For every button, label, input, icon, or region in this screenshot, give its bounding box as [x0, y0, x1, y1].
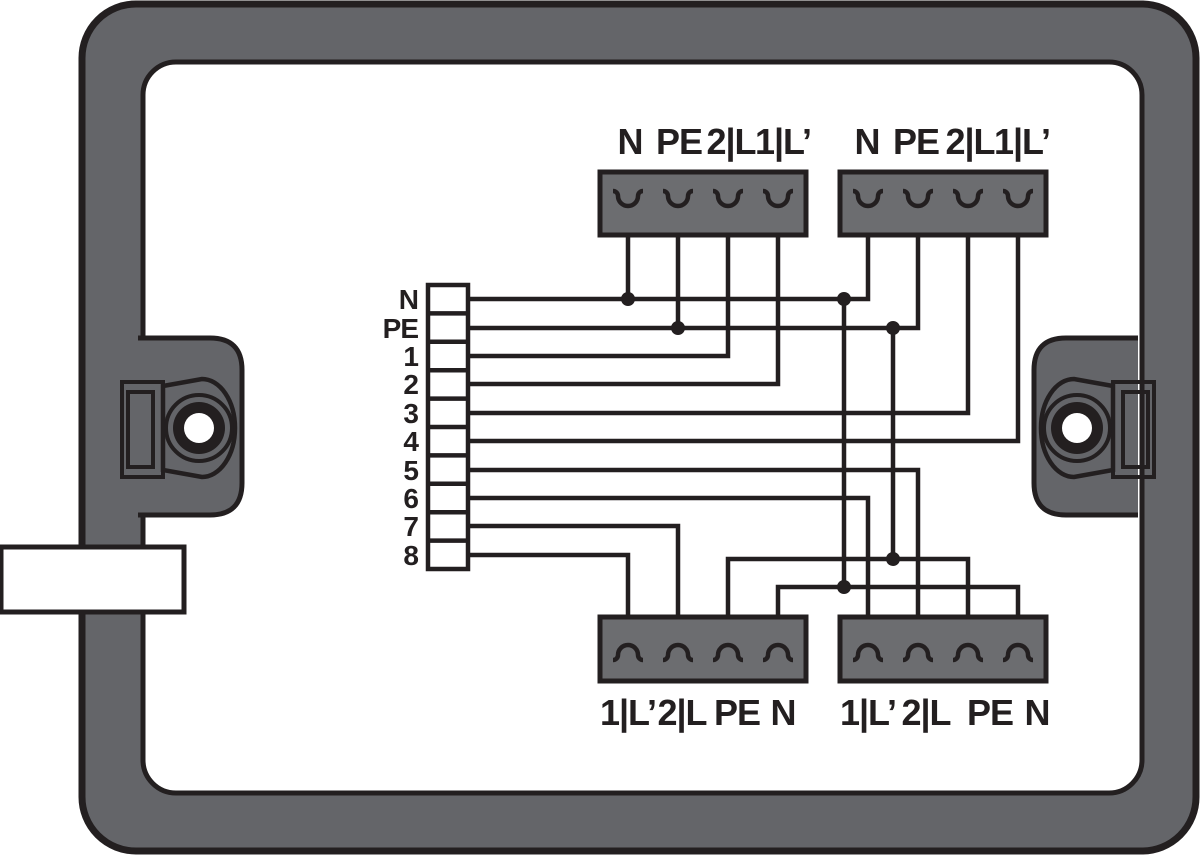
terminal-label: PE [967, 692, 1013, 733]
strip-label-1: 1 [403, 341, 418, 372]
junction-dot [671, 321, 685, 335]
strip-label-8: 8 [403, 540, 418, 571]
terminal-label: 1|L’ [840, 692, 896, 734]
wire-circuit-2 [458, 211, 781, 387]
terminal-label: 1|L’ [755, 121, 811, 163]
terminal-label: 2|L [706, 121, 755, 163]
terminal-label: 1|L’ [994, 121, 1050, 163]
wiring [458, 211, 1021, 640]
terminal-block-top-left: N PE 2|L 1|L’ [597, 121, 812, 238]
junction-dot [837, 292, 851, 306]
strip-label-7: 7 [403, 511, 418, 542]
strip-label-5: 5 [403, 455, 418, 486]
junction-dot [886, 321, 900, 335]
terminal-block-bottom-right: 1|L’ 2|L PE N [837, 614, 1051, 734]
wire-n-bottom-bus [775, 584, 1021, 640]
wire-pe-bottom-bus [725, 556, 971, 640]
junction-dot [837, 580, 851, 594]
junction-dot [621, 292, 635, 306]
terminal-block-bottom-left: 1|L’ 2|L PE N [597, 614, 809, 734]
terminal-label: N [618, 121, 643, 162]
terminal-block-body [837, 614, 1049, 684]
terminal-label: PE [893, 121, 939, 162]
terminal-strip-dividers [428, 311, 468, 543]
terminal-block-body [597, 614, 809, 684]
terminal-label: 2|L [945, 121, 994, 163]
cable-outlet [0, 544, 187, 615]
terminal-label: N [1025, 692, 1050, 733]
wire-pe-row [458, 211, 921, 331]
terminal-block-top-right: N PE 2|L 1|L’ [837, 121, 1051, 238]
terminal-label: 2|L [901, 692, 950, 734]
strip-label-n: N [399, 284, 418, 315]
wire-circuit-4 [458, 211, 1021, 444]
strip-label-3: 3 [403, 398, 418, 429]
wire-circuit-6 [458, 495, 871, 640]
wire-n-row [458, 211, 871, 302]
wire-circuit-8 [458, 552, 631, 640]
terminal-strip: N PE 1 2 3 4 5 6 7 8 [383, 282, 471, 572]
terminal-label: PE [714, 692, 760, 733]
mounting-tab-right [1034, 338, 1154, 515]
wire-circuit-3 [458, 211, 971, 416]
mounting-tab-left [122, 338, 242, 515]
terminal-label: PE [656, 121, 702, 162]
strip-label-pe: PE [383, 313, 419, 344]
junction-dot [886, 552, 900, 566]
strip-label-2: 2 [403, 369, 418, 400]
strip-label-6: 6 [403, 483, 418, 514]
terminal-label: 2|L [657, 692, 706, 734]
wire-circuit-1 [458, 211, 731, 359]
strip-label-4: 4 [403, 426, 419, 457]
terminal-label: 1|L’ [600, 692, 656, 734]
terminal-label: N [855, 121, 880, 162]
wire-circuit-5 [458, 467, 921, 640]
wire-circuit-7 [458, 523, 681, 640]
terminal-label: N [771, 692, 796, 733]
